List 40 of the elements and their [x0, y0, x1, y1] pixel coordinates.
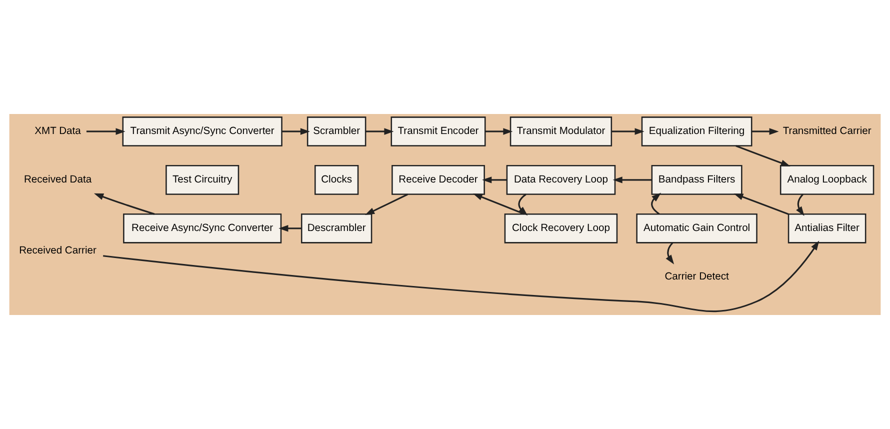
- node-box: Transmit Async/Sync Converter: [122, 116, 282, 146]
- node-box: Bandpass Filters: [651, 165, 742, 195]
- node-box: Receive Async/Sync Converter: [123, 213, 282, 244]
- arrow: [485, 128, 513, 135]
- node-text: Transmitted Carrier: [782, 126, 872, 138]
- node-text: Received Data: [24, 174, 92, 186]
- node-text: XMT Data: [34, 126, 81, 138]
- node-box: Clock Recovery Loop: [504, 213, 618, 244]
- node-box: Clocks: [314, 165, 359, 195]
- node-box: Descrambler: [301, 213, 372, 244]
- arrow: [666, 242, 674, 264]
- arrow: [796, 194, 804, 216]
- node-box: Analog Loopback: [780, 165, 874, 195]
- arrow: [472, 193, 525, 215]
- node-text: Received Carrier: [19, 245, 96, 256]
- node-box: Equalization Filtering: [641, 116, 752, 146]
- node-box: Scrambler: [306, 116, 366, 146]
- node-box: Receive Decoder: [392, 165, 485, 195]
- arrow: [612, 128, 644, 135]
- arrow: [736, 145, 790, 166]
- arrow: [612, 176, 652, 184]
- arrow: [103, 240, 820, 312]
- arrow: [734, 193, 789, 215]
- arrow: [94, 193, 155, 215]
- node-box: Test Circuitry: [166, 165, 240, 195]
- node-box: Transmit Modulator: [510, 116, 612, 146]
- arrow: [651, 192, 662, 215]
- arrow: [482, 176, 507, 184]
- node-box: Automatic Gain Control: [636, 213, 758, 244]
- node-box: Data Recovery Loop: [506, 165, 616, 195]
- node-text: Carrier Detect: [664, 272, 729, 283]
- arrow: [752, 128, 779, 135]
- arrow: [86, 128, 126, 135]
- arrow: [364, 194, 408, 216]
- node-box: Transmit Encoder: [390, 116, 486, 146]
- arrow: [518, 194, 528, 216]
- arrow: [278, 225, 302, 232]
- node-box: Antialias Filter: [788, 213, 866, 244]
- arrow: [282, 128, 310, 135]
- arrow: [366, 128, 394, 135]
